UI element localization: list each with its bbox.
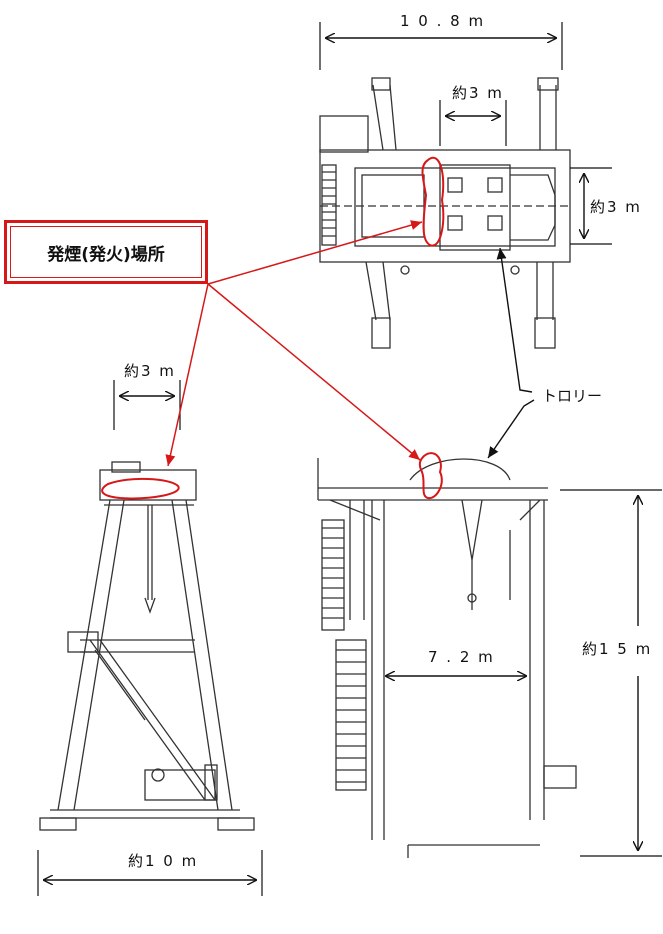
fire-location-label: 発煙(発火)場所 — [47, 244, 165, 265]
top-view-drawing — [319, 77, 571, 349]
front-view-drawing — [317, 458, 577, 858]
label-side-top-width: 約3 m — [124, 362, 176, 380]
side-view-drawing — [39, 461, 255, 831]
trolley-callout-arrows — [487, 247, 535, 459]
fire-callout-arrows — [165, 220, 423, 467]
label-front-height: 約1 5 m — [582, 640, 652, 658]
fire-location-legend-frame: 発煙(発火)場所 — [10, 226, 202, 278]
label-top-trolley-depth: 約3 m — [590, 198, 642, 216]
fire-marker-top — [421, 156, 445, 247]
label-top-trolley-width: 約3 m — [452, 84, 504, 102]
fire-marker-front — [418, 452, 443, 500]
fire-location-legend: 発煙(発火)場所 — [4, 220, 208, 284]
label-side-base-width: 約1 0 m — [128, 852, 198, 870]
fire-marker-side — [101, 477, 180, 500]
label-top-width: 1 0 . 8 m — [400, 12, 485, 30]
label-front-inner-width: 7 . 2 m — [428, 648, 495, 666]
label-trolley: トロリー — [542, 387, 602, 405]
